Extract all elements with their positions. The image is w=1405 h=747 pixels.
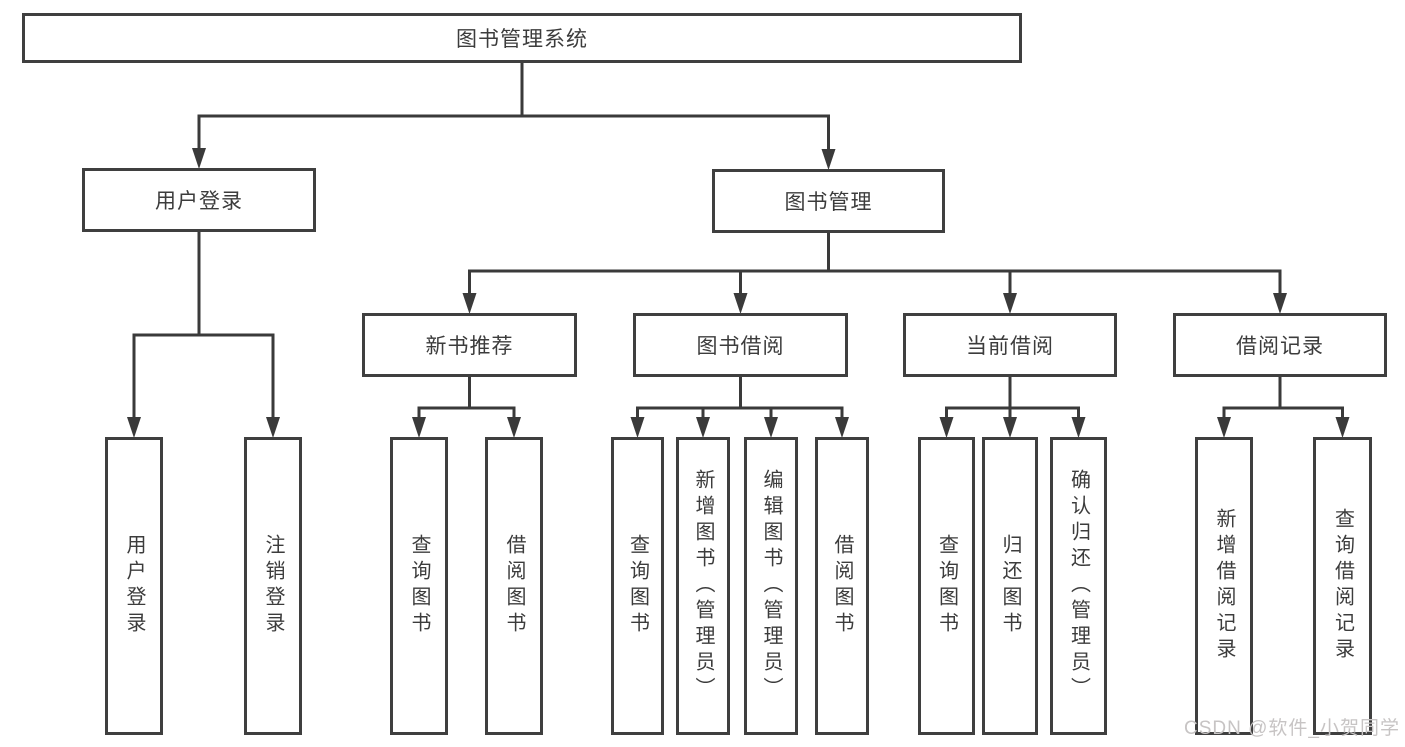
node-label: 查询借阅记录 [1331, 508, 1354, 664]
arrowhead-icon [1273, 293, 1287, 314]
node-cur-query: 查询图书 [918, 437, 975, 735]
node-label: 查询图书 [935, 534, 958, 638]
node-borrow: 图书借阅 [633, 313, 848, 377]
node-label: 当前借阅 [966, 335, 1054, 358]
node-bor-lend: 借阅图书 [815, 437, 869, 735]
arrowhead-icon [1335, 417, 1350, 438]
node-mgmt: 图书管理 [712, 169, 945, 233]
arrowhead-icon [939, 417, 954, 438]
node-label: 用户登录 [123, 534, 145, 638]
node-cur-return: 归还图书 [982, 437, 1038, 735]
node-root: 图书管理系统 [22, 13, 1022, 63]
node-label: 图书管理系统 [456, 28, 588, 51]
node-label: 新增图书（管理员） [692, 469, 714, 703]
node-label: 借阅记录 [1236, 335, 1324, 358]
arrowhead-icon [630, 417, 645, 438]
arrowhead-icon [127, 417, 141, 438]
node-rec2-query: 查询借阅记录 [1313, 437, 1372, 735]
node-label: 借阅图书 [503, 534, 525, 638]
arrowhead-icon [696, 417, 710, 438]
arrowhead-icon [821, 149, 836, 170]
node-label: 注销登录 [262, 534, 284, 638]
arrowhead-icon [507, 417, 521, 438]
node-label: 确认归还（管理员） [1067, 469, 1090, 703]
arrowhead-icon [1071, 417, 1086, 438]
arrowhead-icon [192, 148, 206, 169]
arrowhead-icon [835, 417, 849, 438]
node-label: 编辑图书（管理员） [760, 469, 782, 703]
node-login-user: 用户登录 [105, 437, 163, 735]
node-label: 借阅图书 [831, 534, 853, 638]
arrowhead-icon [462, 293, 477, 314]
node-label: 查询图书 [626, 534, 649, 638]
node-rec-borrow: 借阅图书 [485, 437, 543, 735]
arrowhead-icon [266, 417, 280, 438]
node-label: 归还图书 [999, 534, 1021, 638]
arrowhead-icon [1217, 417, 1231, 438]
node-bor-query: 查询图书 [611, 437, 664, 735]
arrowhead-icon [764, 417, 778, 438]
node-rec2-add: 新增借阅记录 [1195, 437, 1253, 735]
arrowhead-icon [412, 417, 426, 438]
arrowhead-icon [1003, 293, 1017, 314]
node-bor-add: 新增图书（管理员） [676, 437, 730, 735]
node-label: 查询图书 [408, 534, 430, 638]
node-rec-query: 查询图书 [390, 437, 448, 735]
node-bor-edit: 编辑图书（管理员） [744, 437, 798, 735]
node-cur-confirm: 确认归还（管理员） [1050, 437, 1107, 735]
node-login-out: 注销登录 [244, 437, 302, 735]
node-rec: 新书推荐 [362, 313, 577, 377]
node-label: 图书借阅 [696, 335, 785, 358]
node-label: 用户登录 [155, 190, 243, 213]
node-label: 新增借阅记录 [1213, 508, 1235, 664]
node-current: 当前借阅 [903, 313, 1117, 377]
node-login: 用户登录 [82, 168, 316, 232]
node-record: 借阅记录 [1173, 313, 1387, 377]
arrowhead-icon [733, 293, 748, 314]
watermark: CSDN @软件_小贺同学 [1184, 718, 1400, 739]
node-label: 新书推荐 [425, 335, 514, 358]
node-label: 图书管理 [784, 191, 873, 214]
arrowhead-icon [1003, 417, 1017, 438]
